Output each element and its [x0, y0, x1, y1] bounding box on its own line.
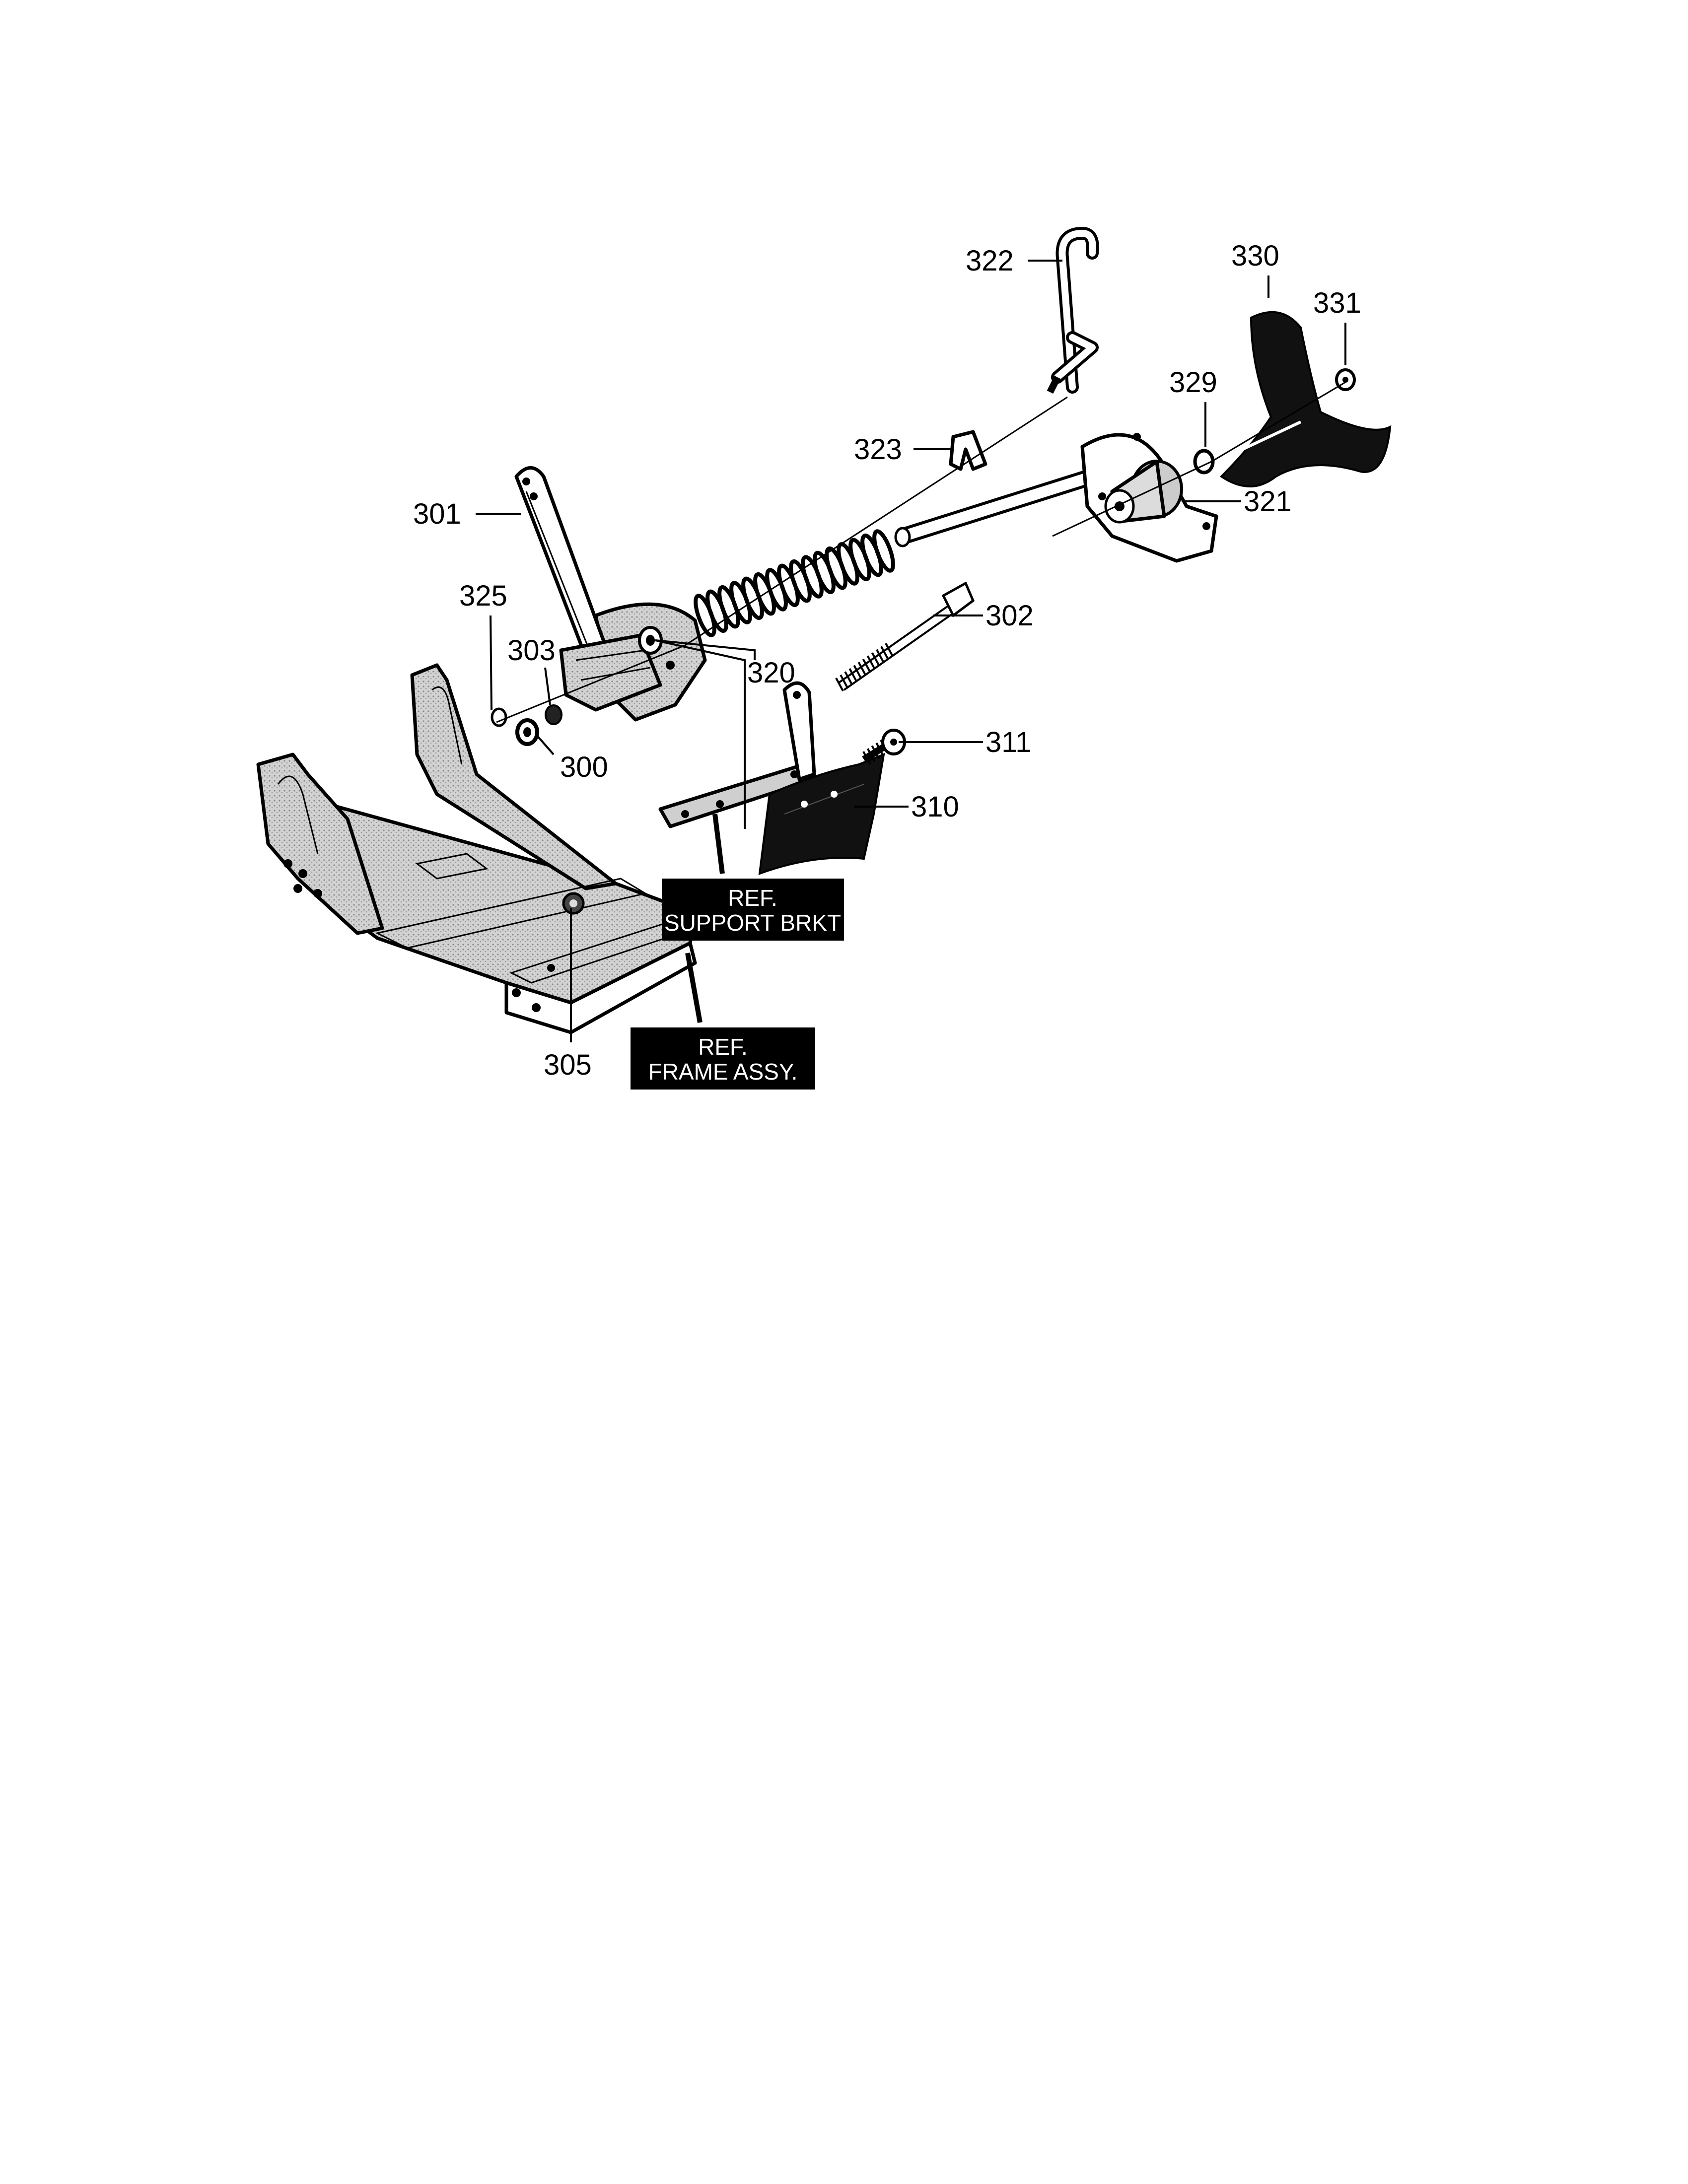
spring-coil	[741, 576, 764, 620]
thread-mark	[880, 646, 889, 660]
ring-325	[491, 707, 507, 727]
label-302: 302	[985, 600, 1034, 632]
spring-coil	[837, 542, 859, 586]
label-331: 331	[1313, 287, 1361, 319]
label-325: 325	[459, 580, 507, 612]
thread-mark	[871, 652, 880, 667]
spring-coil	[705, 589, 728, 633]
lever-301	[514, 466, 662, 712]
thread-mark	[857, 662, 867, 676]
bolt-305	[562, 892, 585, 915]
spring-coil	[777, 563, 800, 608]
ref-support-bracket-box: REF. SUPPORT BRKT	[662, 879, 844, 941]
spring-coil	[872, 529, 895, 573]
clip-323	[949, 430, 987, 471]
thread-mark	[871, 745, 880, 759]
label-310: 310	[911, 791, 959, 823]
part-labels: 322 330 331 329 323 321 301 325 302 303 …	[413, 240, 1361, 1081]
thread-mark	[840, 674, 848, 688]
thread-mark	[866, 655, 876, 670]
center-line-2	[1052, 381, 1346, 537]
label-320: 320	[747, 657, 795, 689]
label-321: 321	[1244, 485, 1292, 518]
hook-322	[1047, 226, 1099, 394]
leader-lines	[476, 260, 1346, 1042]
label-329: 329	[1169, 366, 1217, 399]
spring-320	[694, 529, 895, 637]
bracket-321	[1080, 433, 1218, 563]
thread-mark	[844, 671, 853, 685]
thread-mark	[835, 678, 844, 691]
washer-300	[515, 718, 539, 746]
spring-coil	[860, 533, 883, 577]
spring-coil	[813, 550, 836, 595]
rod-321	[894, 467, 1112, 547]
knob-330	[1215, 311, 1392, 487]
thread-mark	[853, 665, 862, 679]
ref-support-line1: REF.	[728, 885, 777, 911]
thread-mark	[866, 748, 876, 762]
ref-support-line2: SUPPORT BRKT	[664, 910, 841, 936]
label-311: 311	[985, 726, 1031, 758]
label-330: 330	[1231, 240, 1279, 272]
thread-mark	[848, 668, 858, 682]
label-303: 303	[507, 634, 556, 667]
label-301: 301	[413, 498, 461, 530]
spring-coil	[789, 559, 812, 603]
ref-frame-assy-box: REF. FRAME ASSY.	[631, 1027, 815, 1090]
ref-frame-line2: FRAME ASSY.	[648, 1059, 798, 1085]
label-322: 322	[966, 245, 1014, 277]
center-line	[496, 396, 1068, 723]
spring-coil	[801, 555, 824, 599]
screw-311	[862, 729, 906, 765]
spring-coil	[848, 538, 871, 582]
label-300: 300	[560, 751, 608, 783]
frame-assembly	[256, 663, 697, 1034]
ref-frame-line1: REF.	[698, 1034, 748, 1060]
thread-mark	[862, 658, 871, 673]
nut-303	[545, 704, 563, 725]
shield-310	[758, 752, 885, 875]
thread-mark	[875, 742, 885, 756]
spring-coil	[765, 568, 788, 612]
label-305: 305	[544, 1049, 592, 1081]
bolt-302	[835, 581, 975, 691]
thread-mark	[876, 649, 885, 663]
label-323: 323	[854, 433, 902, 466]
thread-mark	[885, 643, 894, 657]
thread-mark	[862, 751, 871, 765]
